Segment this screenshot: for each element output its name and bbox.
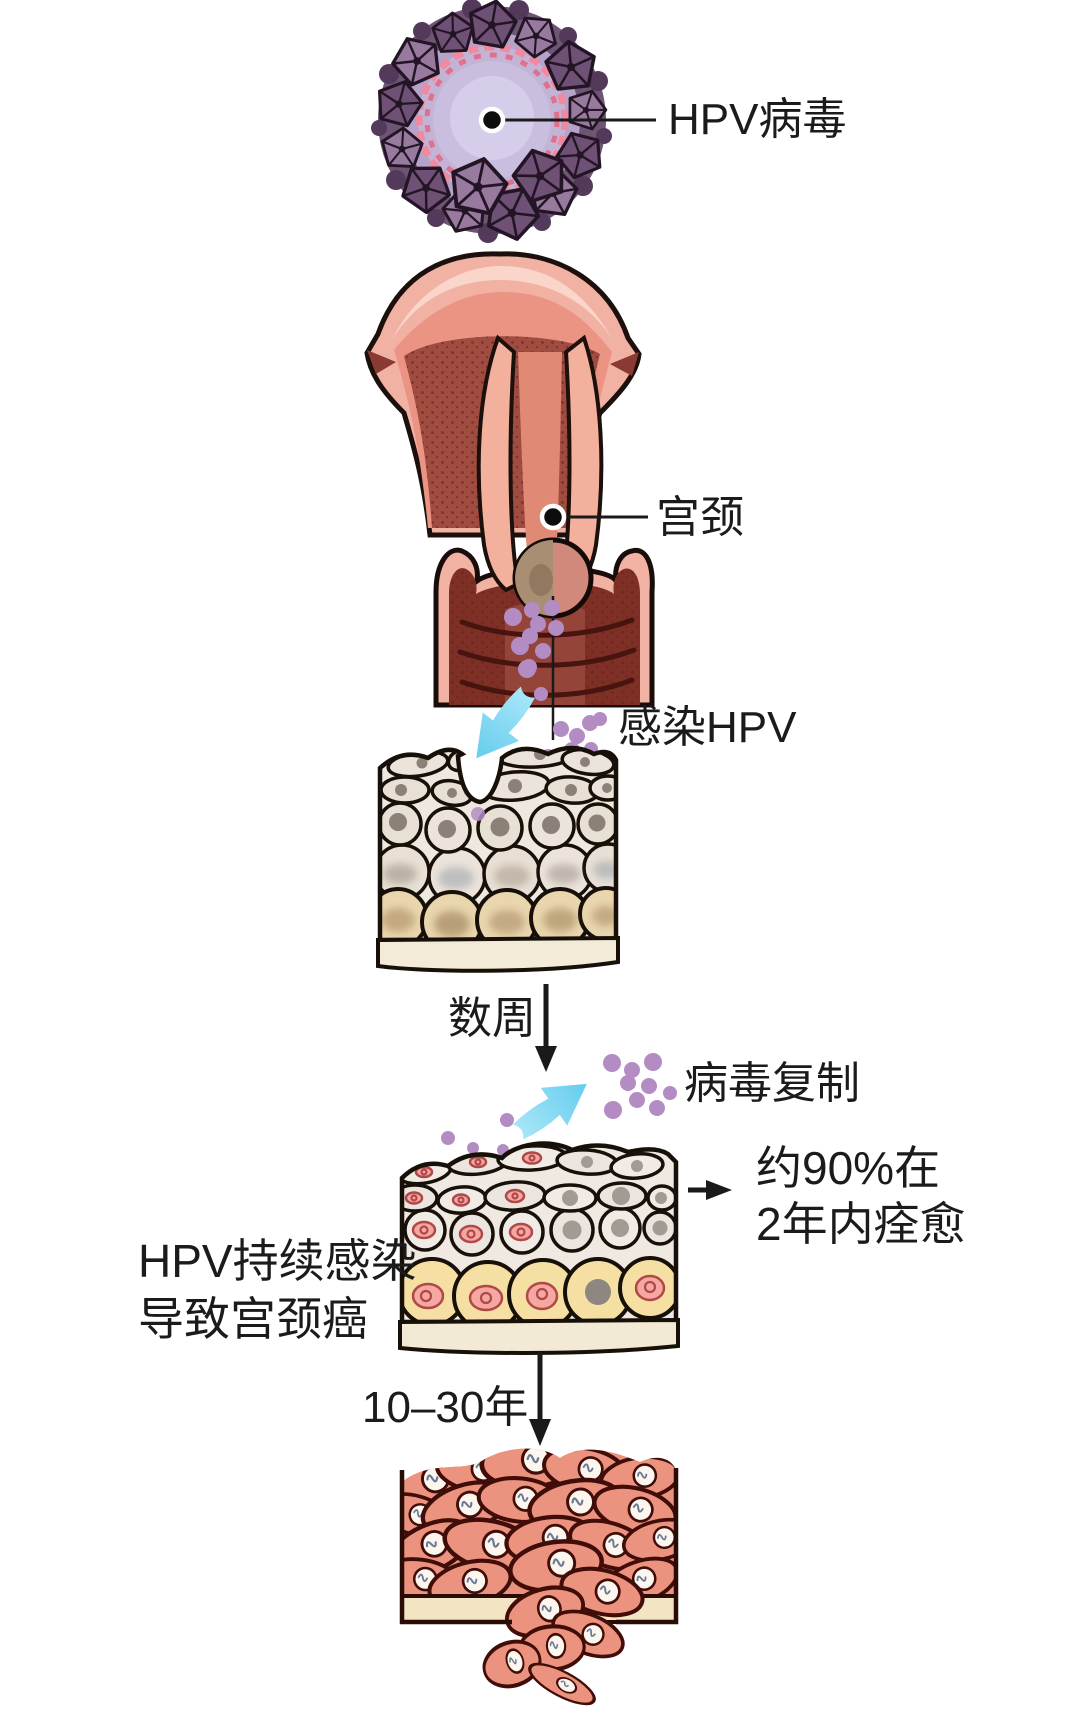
infection-label: 感染HPV [618, 703, 797, 752]
hpv-virus-label: HPV病毒 [668, 95, 847, 144]
hpv-virus-illustration [371, 0, 614, 246]
replication-arrow [504, 1064, 601, 1151]
heal-outcome-line1: 约90%在 [756, 1142, 941, 1194]
cervix-label: 宫颈 [656, 493, 744, 542]
heal-arrow [688, 1180, 732, 1200]
epithelium-block-1 [376, 745, 620, 973]
persistent-infection-line2: 导致宫颈癌 [138, 1293, 368, 1345]
weeks-label: 数周 [448, 994, 536, 1043]
heal-outcome-line2: 2年内痊愈 [756, 1198, 966, 1250]
virus-dots-replication [441, 1053, 677, 1167]
virus-callout [478, 106, 656, 134]
weeks-arrow [535, 984, 557, 1072]
epithelium-block-2 [398, 1141, 680, 1355]
replication-label: 病毒复制 [684, 1059, 860, 1108]
uterus-cervix-illustration [364, 251, 655, 708]
cervix-callout [539, 503, 648, 531]
years-label: 10–30年 [362, 1383, 529, 1432]
persistent-infection-line1: HPV持续感染 [138, 1235, 417, 1287]
heal-outcome-label: 约90%在 2年内痊愈 [756, 1140, 966, 1252]
years-arrow [529, 1352, 551, 1446]
cancer-tissue-illustration [399, 1448, 679, 1713]
persistent-infection-label: HPV持续感染 导致宫颈癌 [138, 1232, 417, 1348]
